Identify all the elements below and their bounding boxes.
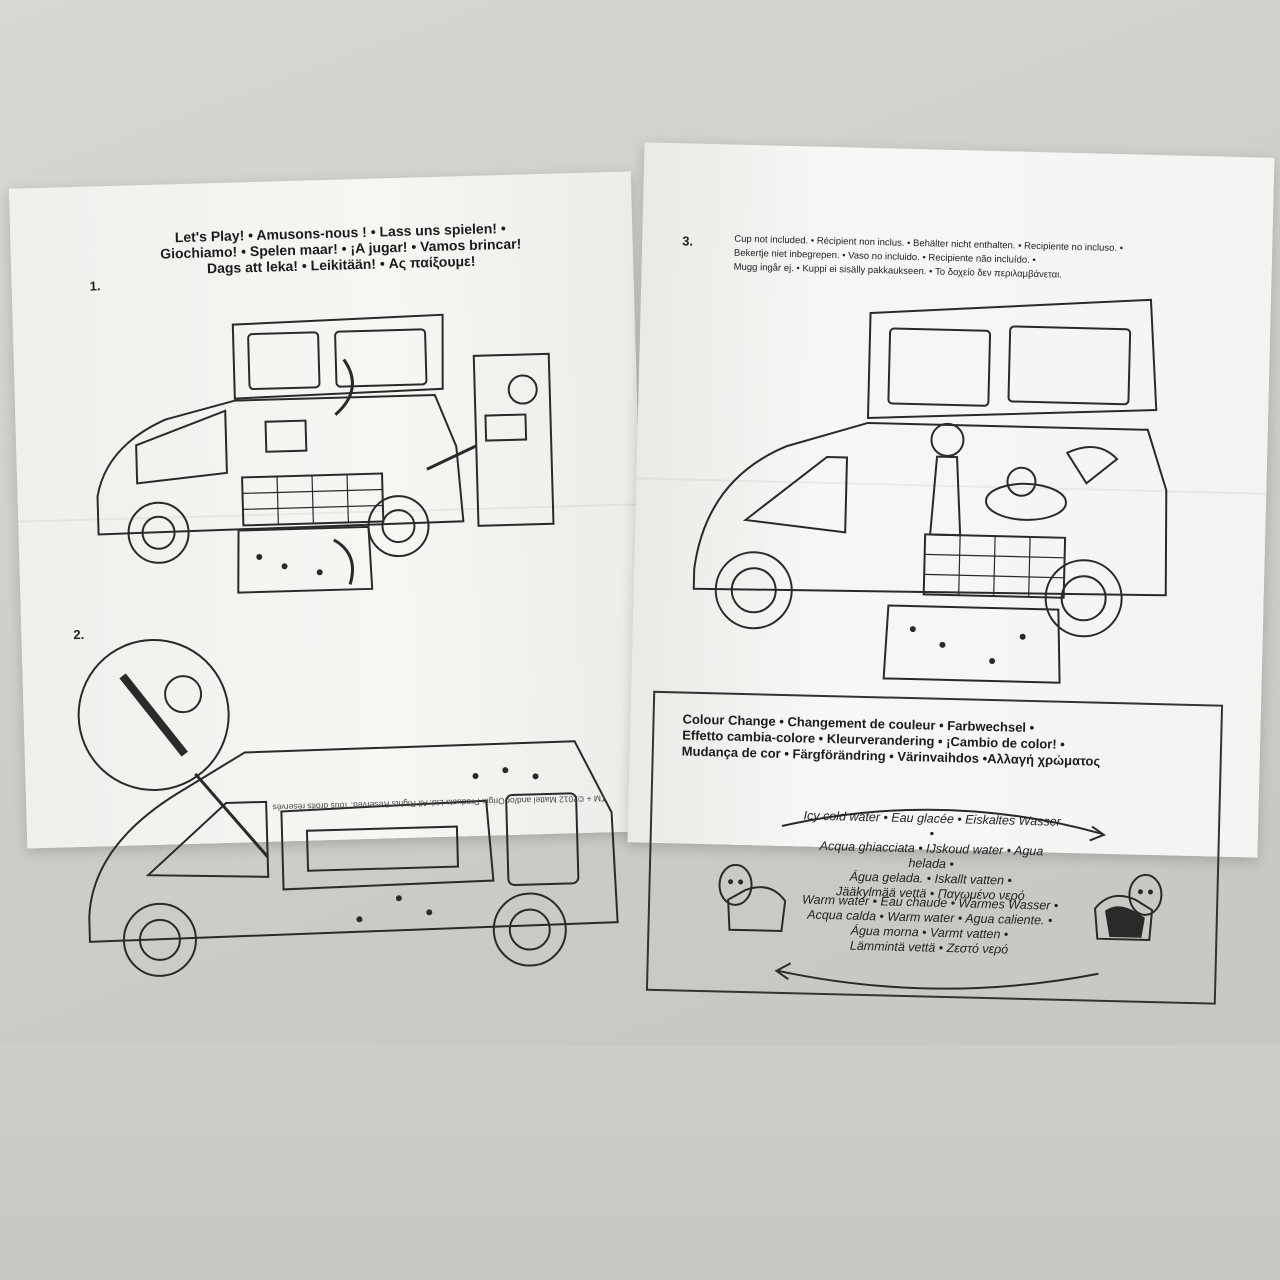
icy-water-text: Icy cold water • Eau glacée • Eiskaltes … bbox=[800, 808, 1062, 904]
colour-change-heading: Colour Change • Changement de couleur • … bbox=[682, 712, 1213, 773]
colour-change-diagram bbox=[718, 808, 1163, 990]
step-2-car-illustration bbox=[77, 638, 619, 977]
step-1-number: 1. bbox=[89, 278, 101, 294]
table-surface bbox=[0, 1045, 1280, 1280]
colour-change-panel: Colour Change • Changement de couleur • … bbox=[645, 690, 1224, 1005]
lets-play-heading: Let's Play! • Amusons-nous ! • Lass uns … bbox=[150, 219, 531, 278]
cup-not-included-note: Cup not included. • Récipient non inclus… bbox=[733, 233, 1154, 285]
step-1-car-illustration bbox=[96, 313, 555, 594]
right-instruction-page: 3. Cup not included. • Récipient non inc… bbox=[627, 142, 1275, 1005]
step-3-car-illustration bbox=[692, 298, 1168, 684]
step-3-number: 3. bbox=[682, 233, 694, 249]
left-instruction-page: Let's Play! • Amusons-nous ! • Lass uns … bbox=[8, 171, 650, 977]
warm-water-text: Warm water • Eau chaude • Warmes Wasser … bbox=[799, 892, 1060, 958]
